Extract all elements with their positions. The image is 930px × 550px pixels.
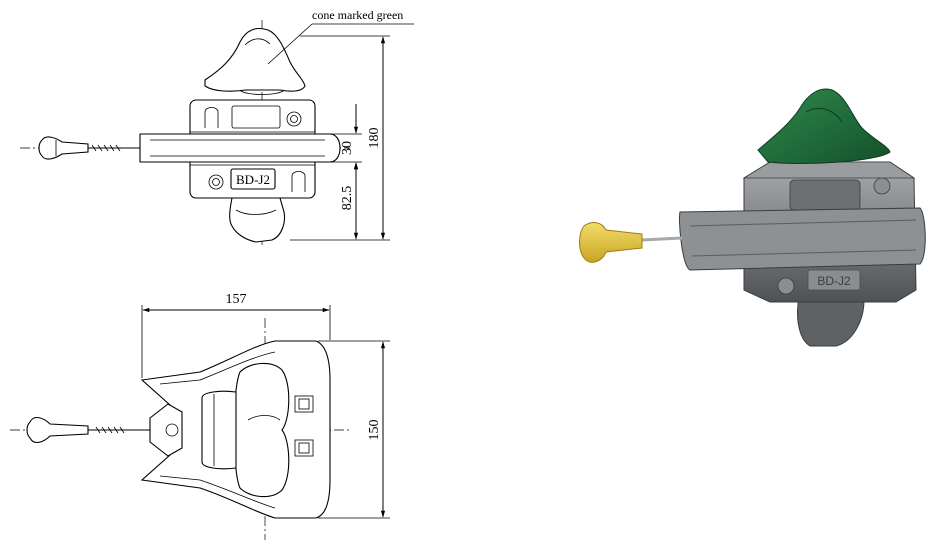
top-bolt-upper xyxy=(294,395,314,413)
render-bolt-top xyxy=(873,177,891,195)
render-body-top xyxy=(742,161,916,179)
dim-label-157: 157 xyxy=(226,292,247,307)
render-bolt-bottom xyxy=(777,277,795,295)
top-bolt-lower-inner xyxy=(298,442,310,454)
top-latch-pin xyxy=(165,423,179,437)
cone-top-ridge xyxy=(244,38,271,46)
bolt-top-right-inner xyxy=(290,115,298,123)
dim-label-150: 150 xyxy=(367,420,382,441)
dim-label-180: 180 xyxy=(367,128,382,149)
render-model-label: BD-J2 xyxy=(817,274,851,288)
render-green-cone xyxy=(757,88,891,165)
dim-label-30: 30 xyxy=(340,141,355,155)
top-view-drawing: 157 150 xyxy=(10,292,390,540)
render-pull-handle xyxy=(579,222,643,263)
render-body-window xyxy=(789,179,861,211)
render-lever-bar-edge-top xyxy=(689,219,917,227)
product-render: BD-J2 xyxy=(579,88,926,347)
render-lever-bar xyxy=(679,207,926,271)
top-pull-handle xyxy=(26,416,89,444)
bolt-bottom-left-inner xyxy=(212,178,220,186)
render-cable xyxy=(641,236,683,242)
top-left-lug xyxy=(201,390,237,470)
model-plate-label: BD-J2 xyxy=(236,172,270,187)
bolt-bottom-left xyxy=(208,174,224,190)
cone-neck xyxy=(239,89,285,95)
render-model-plate xyxy=(807,269,861,291)
cone-note-leader xyxy=(267,23,313,65)
render-cone-ridge xyxy=(805,107,843,123)
bolt-top-right xyxy=(286,111,302,127)
housing-slot-left xyxy=(204,107,219,128)
front-view-drawing: BD-J2 cone marked green 180 30 82.5 xyxy=(20,8,414,245)
cable-twist xyxy=(91,144,121,152)
pull-handle xyxy=(38,136,89,160)
housing-window xyxy=(231,105,281,129)
lever-bar xyxy=(139,133,341,163)
model-plate xyxy=(230,168,276,190)
top-bolt-lower xyxy=(294,439,314,457)
top-bolt-upper-inner xyxy=(298,398,310,410)
top-cable-twist xyxy=(95,426,125,434)
top-cone-ridge xyxy=(247,415,281,421)
top-body-inner-edge-lower xyxy=(159,475,276,509)
render-lever-bar-edge-bottom xyxy=(691,249,917,257)
cone-top xyxy=(204,27,306,92)
cone-bottom xyxy=(229,197,286,243)
cone-note-label: cone marked green xyxy=(312,8,403,22)
dim-label-82-5: 82.5 xyxy=(340,186,355,211)
cone-bottom-ridge xyxy=(235,209,277,215)
top-cone xyxy=(233,362,290,498)
housing-slot-right xyxy=(291,171,306,192)
top-body-inner-edge-upper xyxy=(159,351,276,385)
